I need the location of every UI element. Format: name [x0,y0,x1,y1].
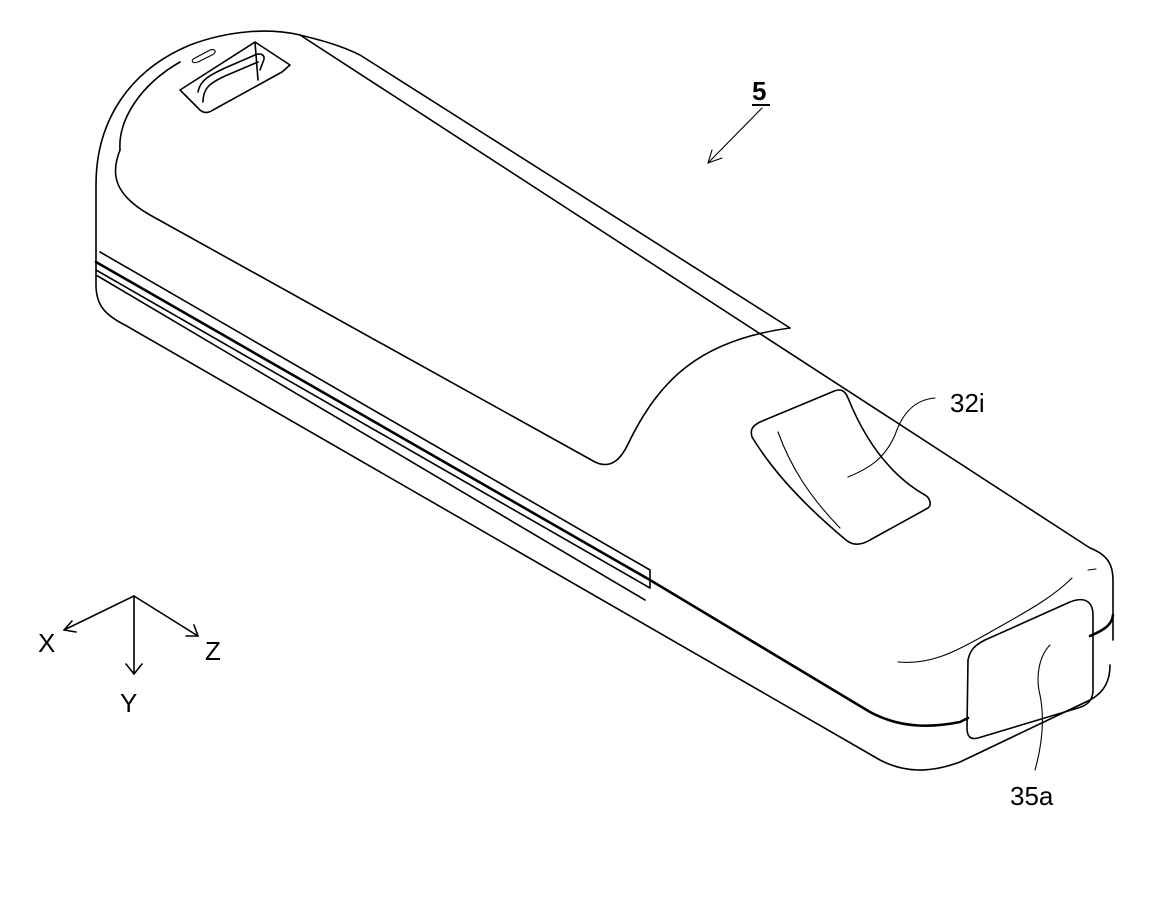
end-window-35a [897,568,1097,740]
axis-x-label: X [38,628,55,658]
svg-text:32i: 32i [950,388,985,418]
reference-5: 5 [707,76,770,164]
callout-32i: 32i [847,388,985,478]
axis-z-label: Z [205,636,221,666]
axis-y-label: Y [120,688,137,718]
callout-35a: 35a [1010,644,1054,811]
top-connector [179,41,291,114]
button-32i [750,389,931,545]
svg-text:5: 5 [752,76,766,106]
svg-text:35a: 35a [1010,781,1054,811]
axes-indicator: X Y Z [38,595,221,718]
controller-body [94,30,1115,771]
